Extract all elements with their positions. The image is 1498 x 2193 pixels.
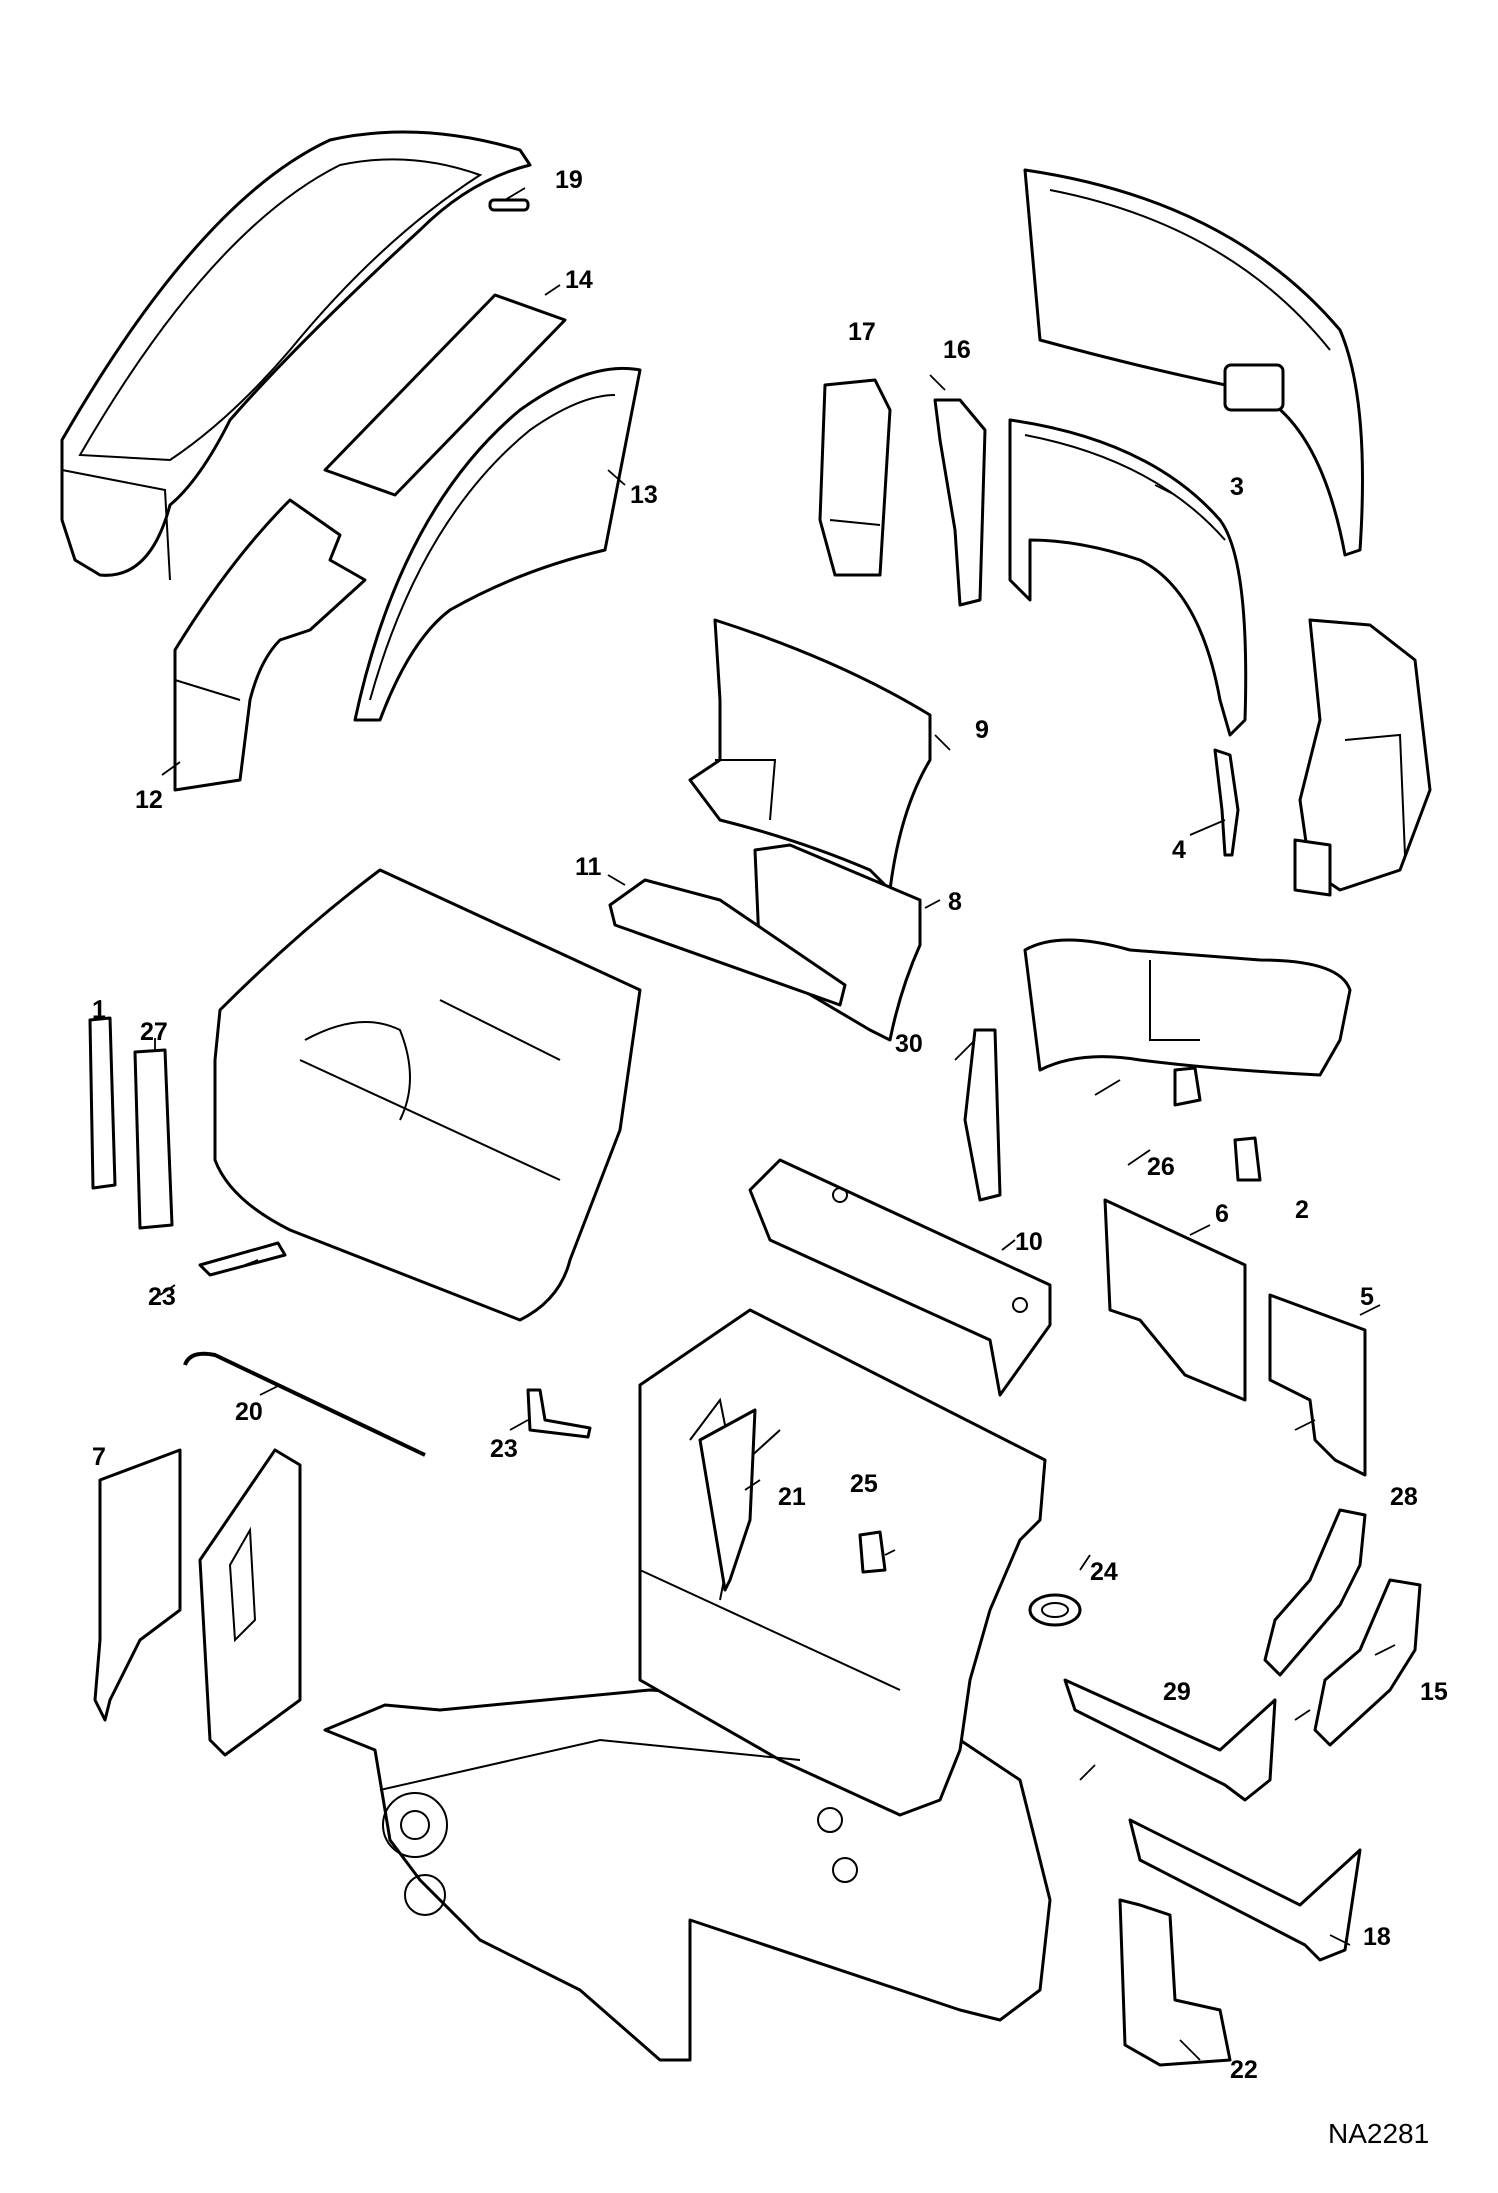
part-seat-base <box>213 868 642 1322</box>
callout-3: 3 <box>1230 473 1244 501</box>
callout-23-right: 23 <box>490 1435 518 1463</box>
callout-labels: 19 14 13 12 17 16 3 4 9 8 11 1 27 23 20 … <box>92 166 1448 2084</box>
part-4 <box>1213 748 1240 857</box>
part-19 <box>488 198 530 212</box>
callout-29: 29 <box>1163 1678 1191 1706</box>
callout-28: 28 <box>1390 1483 1418 1511</box>
part-23-left <box>198 1241 287 1277</box>
drawing-id: NA2281 <box>1328 2118 1430 2149</box>
part-16 <box>933 398 987 607</box>
part-26 <box>1173 1066 1202 1107</box>
callout-9: 9 <box>975 716 989 744</box>
part-15 <box>1313 1578 1422 1747</box>
callout-12: 12 <box>135 786 163 814</box>
callout-24: 24 <box>1090 1558 1118 1586</box>
part-8 <box>753 843 922 1042</box>
part-30 <box>963 1028 1002 1202</box>
part-25 <box>858 1530 887 1574</box>
part-22 <box>1118 1898 1232 2067</box>
part-5 <box>1268 1293 1367 1477</box>
part-18 <box>1128 1818 1362 1962</box>
callout-16: 16 <box>943 336 971 364</box>
callout-1: 1 <box>92 996 106 1024</box>
part-11 <box>608 878 847 1007</box>
part-27 <box>133 1048 174 1230</box>
callout-27: 27 <box>140 1018 168 1046</box>
callout-30: 30 <box>895 1030 923 1058</box>
callout-23-left: 23 <box>148 1283 176 1311</box>
callout-4: 4 <box>1172 836 1186 864</box>
part-2 <box>1233 1136 1262 1182</box>
callout-21: 21 <box>778 1483 806 1511</box>
callout-25: 25 <box>850 1470 878 1498</box>
part-4-bracket-assembly <box>1293 618 1432 897</box>
callout-13: 13 <box>630 481 658 509</box>
part-17 <box>818 378 892 577</box>
part-21 <box>698 1408 757 1592</box>
part-main-frame <box>323 1308 1052 2062</box>
callout-18: 18 <box>1363 1923 1391 1951</box>
part-13 <box>353 366 642 722</box>
part-10 <box>748 1158 1052 1397</box>
callout-26: 26 <box>1147 1153 1175 1181</box>
part-26-2-housing <box>1023 938 1352 1077</box>
part-seat-cover <box>60 130 532 581</box>
callout-15: 15 <box>1420 1678 1448 1706</box>
part-1 <box>88 1016 117 1190</box>
part-12 <box>173 498 367 792</box>
callout-8: 8 <box>948 888 962 916</box>
callout-6: 6 <box>1215 1200 1229 1228</box>
callout-7: 7 <box>92 1443 106 1471</box>
part-24 <box>1028 1593 1082 1627</box>
callout-19: 19 <box>555 166 583 194</box>
callout-14: 14 <box>565 266 593 294</box>
part-9 <box>688 618 932 892</box>
part-14 <box>323 293 567 497</box>
callout-5: 5 <box>1360 1283 1374 1311</box>
part-28 <box>1263 1508 1367 1677</box>
part-23-right <box>526 1388 592 1439</box>
leader-lines <box>99 187 1396 2061</box>
part-3 <box>1008 418 1248 737</box>
part-20 <box>183 1351 426 1457</box>
callout-11: 11 <box>575 853 602 881</box>
callout-17: 17 <box>848 318 876 346</box>
part-3-upper-cowl <box>1023 168 1364 557</box>
callout-10: 10 <box>1015 1228 1043 1256</box>
part-6 <box>1103 1198 1247 1402</box>
part-29 <box>1063 1678 1277 1802</box>
callout-2: 2 <box>1295 1196 1309 1224</box>
part-7 <box>93 1448 182 1722</box>
part-7-panel <box>198 1448 302 1757</box>
callout-22: 22 <box>1230 2056 1258 2084</box>
callout-20: 20 <box>235 1398 263 1426</box>
